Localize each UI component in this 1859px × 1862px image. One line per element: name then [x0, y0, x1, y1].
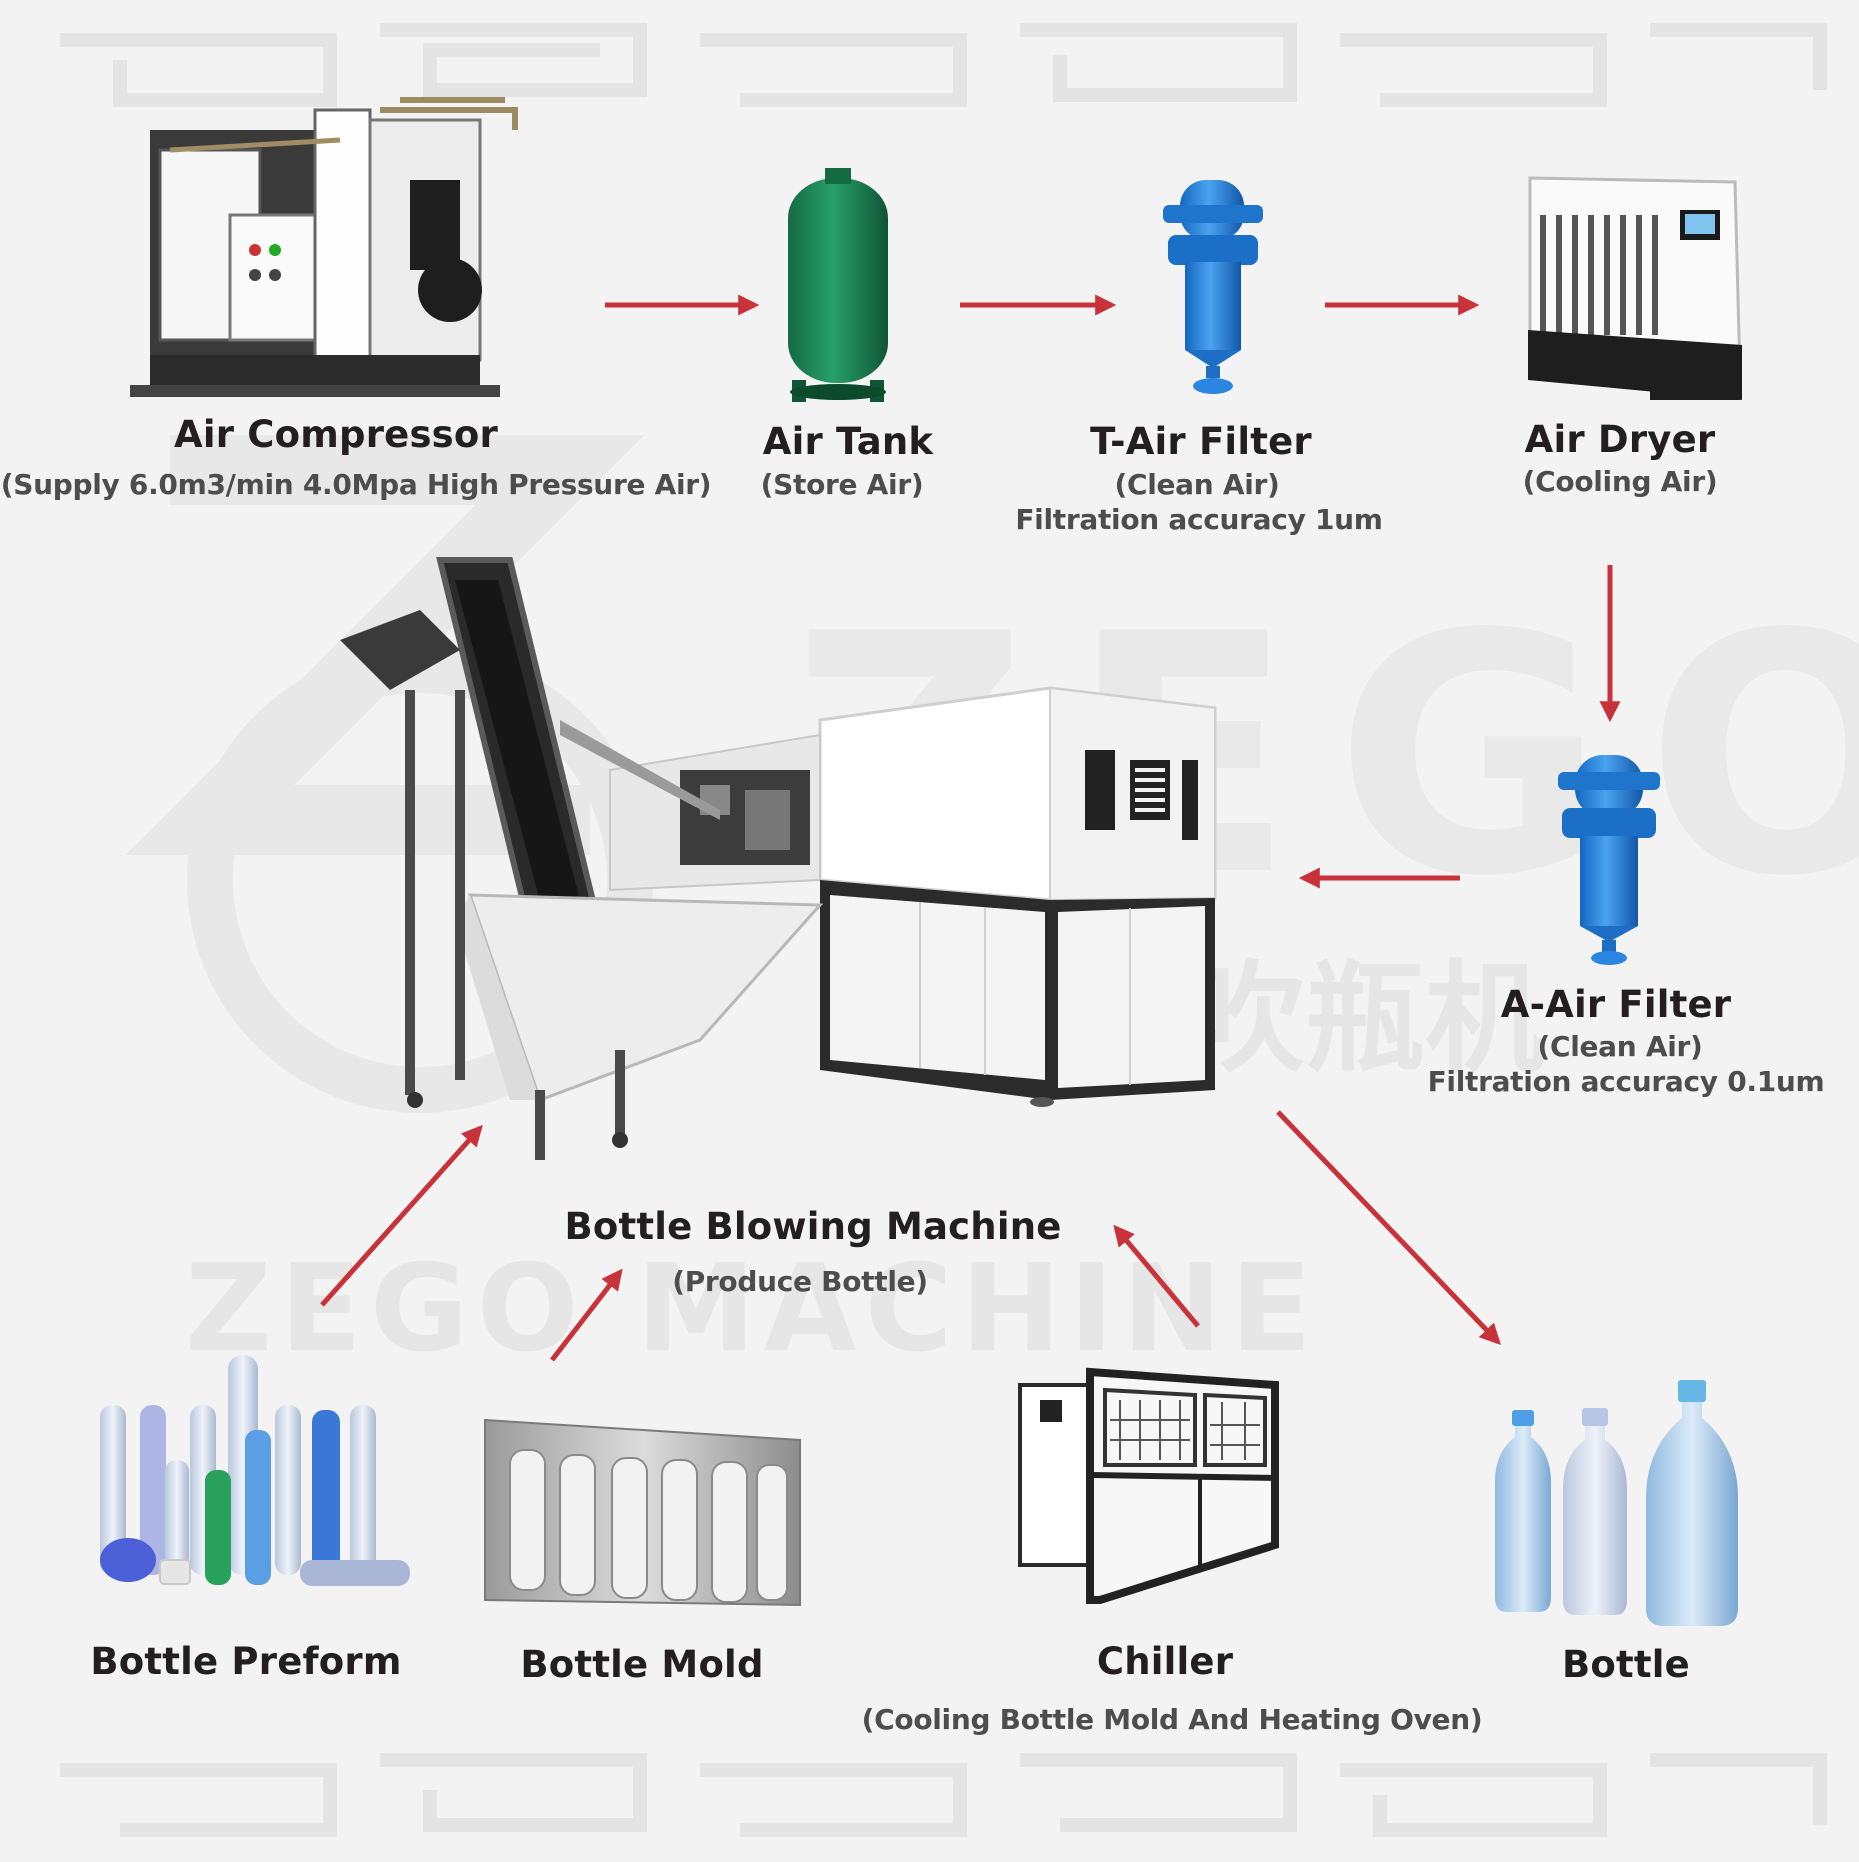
- arrow-preform-to-machine: [320, 1124, 483, 1307]
- a-air-filter-title: A-Air Filter: [1500, 983, 1732, 1026]
- preform-icon: [100, 1355, 410, 1586]
- a-air-filter-sub: (Clean Air): [1537, 1030, 1703, 1063]
- bottle-preform-title: Bottle Preform: [90, 1640, 402, 1683]
- air-compressor-icon: [130, 97, 518, 397]
- arrow-chiller-to-machine: [1113, 1224, 1200, 1328]
- chiller-icon: [1018, 1367, 1279, 1604]
- t-air-filter-sub: (Clean Air): [1114, 468, 1280, 501]
- blowing-machine-sub: (Produce Bottle): [672, 1265, 928, 1298]
- bottle-icon: [1495, 1380, 1738, 1626]
- watermark-brand-text: ZEGO MACHINE: [185, 1240, 1320, 1379]
- air-tank-sub: (Store Air): [760, 468, 924, 501]
- blowing-machine-icon: [340, 557, 1217, 1160]
- blowing-machine-title: Bottle Blowing Machine: [564, 1205, 1062, 1248]
- bottle-title: Bottle: [1562, 1643, 1690, 1686]
- a-air-filter-icon: [1558, 755, 1660, 965]
- mold-icon: [484, 1418, 801, 1607]
- air-compressor-title: Air Compressor: [174, 413, 498, 456]
- bottle-mold-title: Bottle Mold: [520, 1643, 764, 1686]
- arrow-machine-to-bottle: [1276, 1110, 1501, 1346]
- a-air-filter-detail: Filtration accuracy 0.1um: [1427, 1065, 1825, 1098]
- air-compressor-sub: (Supply 6.0m3/min 4.0Mpa High Pressure A…: [0, 468, 712, 501]
- air-tank-icon: [788, 168, 888, 402]
- chiller-title: Chiller: [1096, 1640, 1234, 1683]
- air-dryer-title: Air Dryer: [1524, 418, 1716, 461]
- flow-arrows: [320, 294, 1621, 1362]
- background-pattern: [60, 23, 1827, 1837]
- t-air-filter-detail: Filtration accuracy 1um: [1015, 503, 1383, 536]
- chiller-sub: (Cooling Bottle Mold And Heating Oven): [861, 1703, 1483, 1736]
- arrow-mold-to-machine: [550, 1268, 623, 1362]
- watermark-chinese-text: 吹瓶机: [1185, 950, 1545, 1089]
- air-dryer-sub: (Cooling Air): [1522, 465, 1718, 498]
- air-dryer-icon: [1528, 176, 1742, 400]
- air-tank-title: Air Tank: [762, 420, 934, 463]
- t-air-filter-title: T-Air Filter: [1090, 420, 1312, 463]
- t-air-filter-icon: [1163, 180, 1263, 394]
